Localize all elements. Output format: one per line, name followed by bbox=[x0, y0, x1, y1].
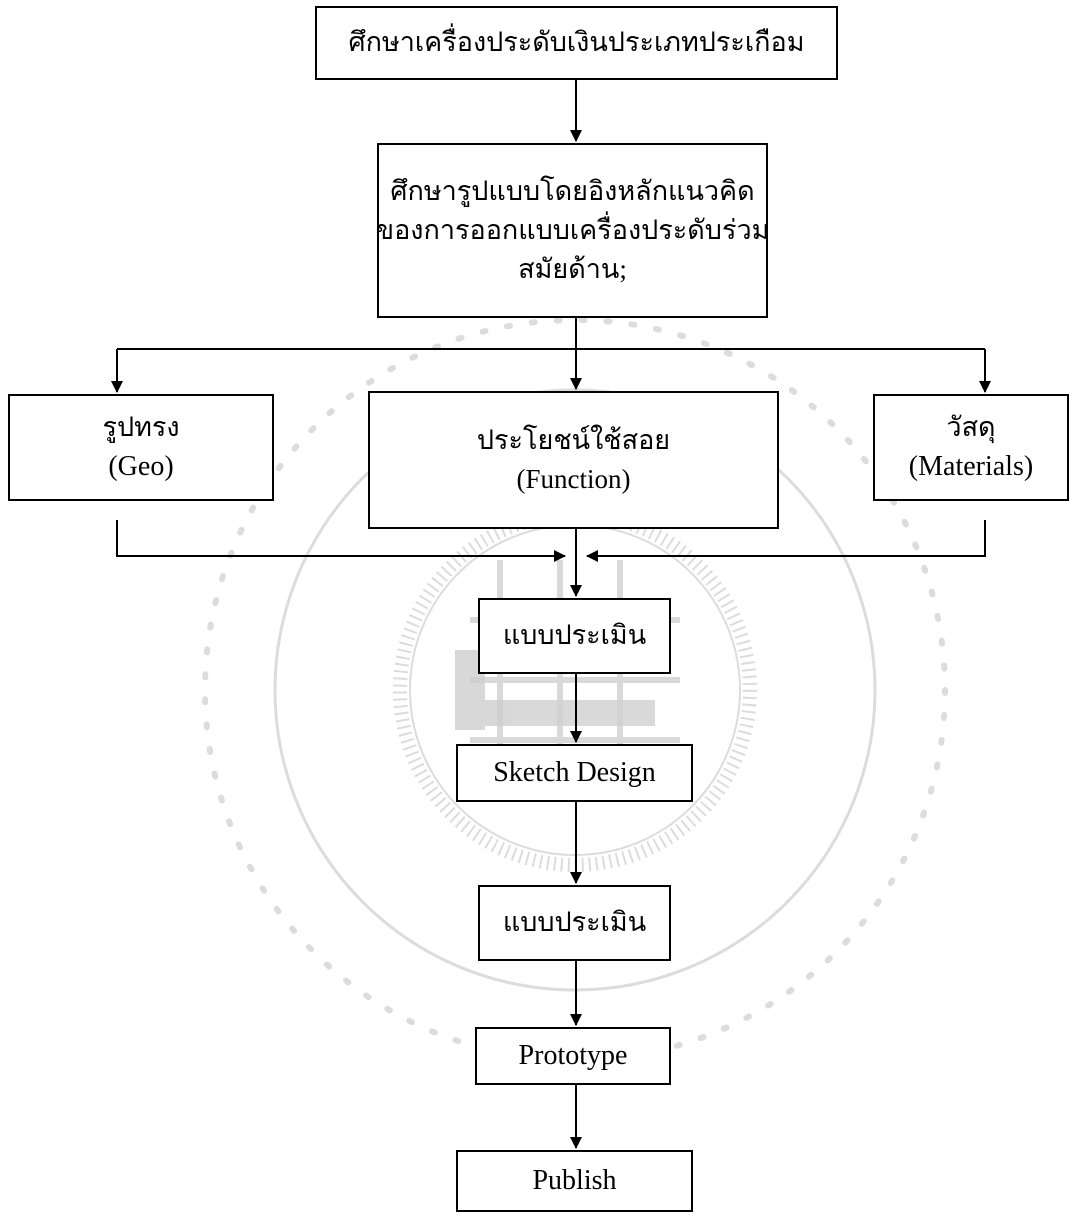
node-function: ประโยชน์ใช้สอย (Function) bbox=[368, 391, 779, 529]
node-publish-text: Publish bbox=[532, 1164, 617, 1196]
node-evaluation-1-text: แบบประเมิน bbox=[502, 620, 647, 651]
node-study-jewelry-text: ศึกษาเครื่องประดับเงินประเภทประเกือม bbox=[348, 27, 805, 58]
node-evaluation-1: แบบประเมิน bbox=[478, 598, 671, 674]
node-materials: วัสดุ (Materials) bbox=[873, 394, 1069, 501]
node-function-english: (Function) bbox=[516, 464, 631, 494]
node-shape-thai: รูปทรง bbox=[102, 411, 180, 442]
node-function-thai: ประโยชน์ใช้สอย bbox=[476, 424, 671, 455]
node-sketch-design-text: Sketch Design bbox=[493, 756, 656, 788]
node-materials-english: (Materials) bbox=[908, 450, 1034, 482]
node-evaluation-2-text: แบบประเมิน bbox=[502, 907, 647, 938]
node-study-concept: ศึกษารูปแบบโดยอิงหลักแนวคิด ของการออกแบบ… bbox=[375, 143, 770, 318]
node-publish: Publish bbox=[456, 1150, 693, 1212]
node-prototype: Prototype bbox=[475, 1027, 671, 1085]
merge-line-from-materials bbox=[586, 520, 986, 562]
node-study-concept-line-3: สมัยด้าน; bbox=[518, 254, 627, 285]
node-study-concept-line-1: ศึกษารูปแบบโดยอิงหลักแนวคิด bbox=[390, 175, 755, 206]
node-materials-thai: วัสดุ bbox=[946, 411, 996, 442]
node-sketch-design: Sketch Design bbox=[456, 744, 693, 802]
node-study-concept-line-2: ของการออกแบบเครื่องประดับร่วม bbox=[375, 214, 770, 245]
node-evaluation-2: แบบประเมิน bbox=[478, 885, 671, 961]
merge-line-from-shape bbox=[116, 520, 566, 562]
node-shape-english: (Geo) bbox=[108, 450, 174, 482]
node-study-jewelry: ศึกษาเครื่องประดับเงินประเภทประเกือม bbox=[315, 6, 838, 80]
node-shape: รูปทรง (Geo) bbox=[8, 394, 274, 501]
node-prototype-text: Prototype bbox=[518, 1039, 628, 1071]
